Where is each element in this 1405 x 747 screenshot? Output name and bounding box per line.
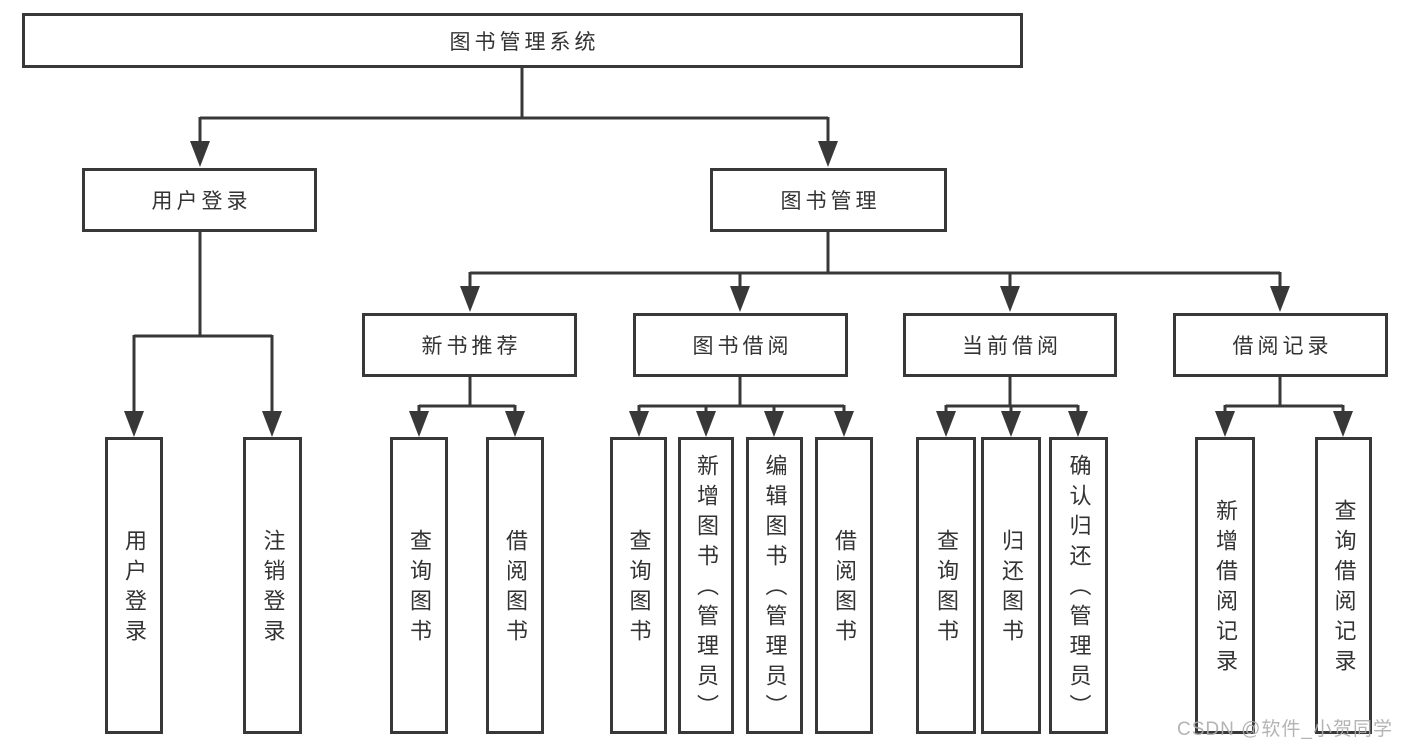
leaf-add-book-admin: 新增图书（管理员） bbox=[678, 437, 734, 734]
node-new-book-recommend: 新书推荐 bbox=[362, 313, 577, 377]
leaf-user-login: 用户登录 bbox=[105, 437, 163, 734]
node-library-system: 图书管理系统 bbox=[22, 13, 1023, 68]
leaf-query-books-current: 查询图书 bbox=[916, 437, 976, 734]
leaf-query-books-borrow: 查询图书 bbox=[610, 437, 667, 734]
node-book-management: 图书管理 bbox=[710, 168, 947, 232]
node-book-borrow: 图书借阅 bbox=[633, 313, 848, 377]
node-current-borrow: 当前借阅 bbox=[903, 313, 1117, 377]
leaf-return-book: 归还图书 bbox=[981, 437, 1041, 734]
leaf-query-books-recommend: 查询图书 bbox=[390, 437, 448, 734]
leaf-confirm-return-admin: 确认归还（管理员） bbox=[1049, 437, 1108, 734]
leaf-borrow-books-recommend: 借阅图书 bbox=[486, 437, 544, 734]
node-borrow-records: 借阅记录 bbox=[1173, 313, 1388, 377]
leaf-edit-book-admin: 编辑图书（管理员） bbox=[746, 437, 803, 734]
leaf-borrow-books: 借阅图书 bbox=[815, 437, 873, 734]
leaf-add-borrow-record: 新增借阅记录 bbox=[1195, 437, 1255, 734]
leaf-logout: 注销登录 bbox=[243, 437, 302, 734]
leaf-query-borrow-record: 查询借阅记录 bbox=[1315, 437, 1372, 734]
node-user-login: 用户登录 bbox=[82, 168, 317, 232]
csdn-watermark: CSDN @软件_小贺同学 bbox=[1177, 719, 1393, 740]
